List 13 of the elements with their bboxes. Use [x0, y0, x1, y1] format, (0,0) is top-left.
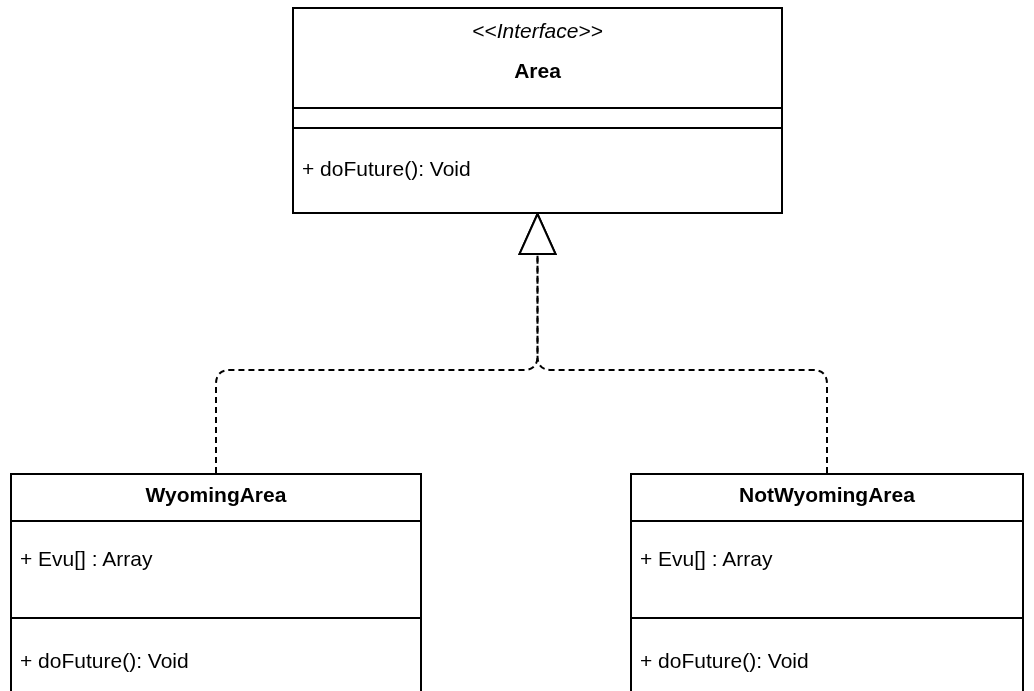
- class-member: + doFuture(): Void: [640, 649, 809, 673]
- class-name: Area: [514, 59, 561, 83]
- class-member: + doFuture(): Void: [20, 649, 189, 673]
- stereotype-label: <<Interface>>: [472, 19, 603, 43]
- class-box: [292, 7, 783, 214]
- class-member: + Evu[] : Array: [20, 547, 153, 571]
- class-name: WyomingArea: [145, 483, 287, 507]
- realization-arrow: [518, 213, 828, 474]
- class-member: + Evu[] : Array: [640, 547, 773, 571]
- class-name: NotWyomingArea: [739, 483, 915, 507]
- class-box: [10, 473, 422, 691]
- class-member: + doFuture(): Void: [302, 157, 471, 181]
- class-box: [630, 473, 1024, 691]
